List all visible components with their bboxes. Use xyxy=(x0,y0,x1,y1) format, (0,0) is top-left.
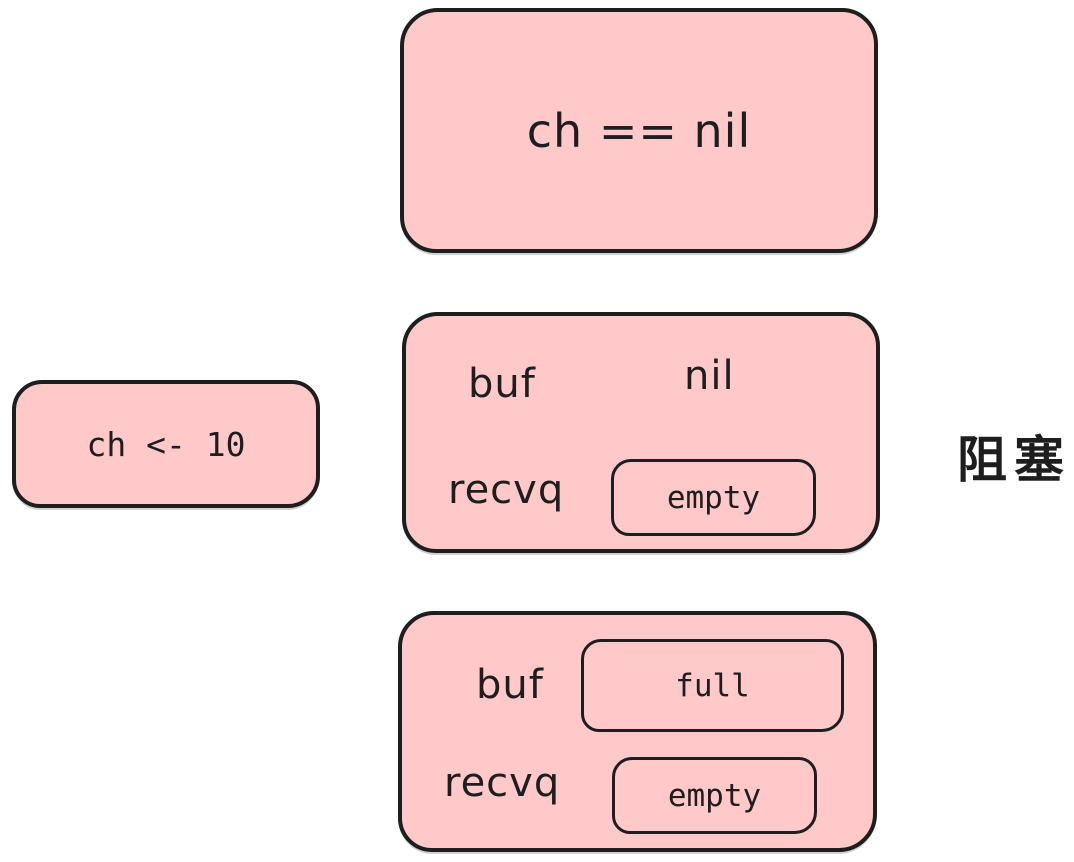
buf-state-value: full xyxy=(675,667,750,704)
recvq-state-value: empty xyxy=(667,777,762,814)
recvq-field-label: recvq xyxy=(448,467,565,513)
nil-check-label: ch == nil xyxy=(526,103,752,158)
buf-field-label: buf xyxy=(476,662,544,708)
recvq-state-value: empty xyxy=(666,479,761,516)
nil-check-box: ch == nil xyxy=(400,8,878,253)
recvq-field-label: recvq xyxy=(444,760,561,806)
full-buf-channel-box: buf full recvq empty xyxy=(398,611,877,852)
send-statement-label: ch <- 10 xyxy=(86,424,246,464)
send-statement-box: ch <- 10 xyxy=(12,380,320,508)
nil-buf-channel-box: buf nil recvq empty xyxy=(402,312,880,553)
blocked-status-label: 阻塞 xyxy=(957,431,1071,489)
buf-state-box: full xyxy=(581,639,844,732)
recvq-state-box: empty xyxy=(612,757,817,834)
buf-field-label: buf xyxy=(468,361,536,407)
recvq-state-box: empty xyxy=(611,459,816,536)
buf-field-value: nil xyxy=(684,353,735,399)
